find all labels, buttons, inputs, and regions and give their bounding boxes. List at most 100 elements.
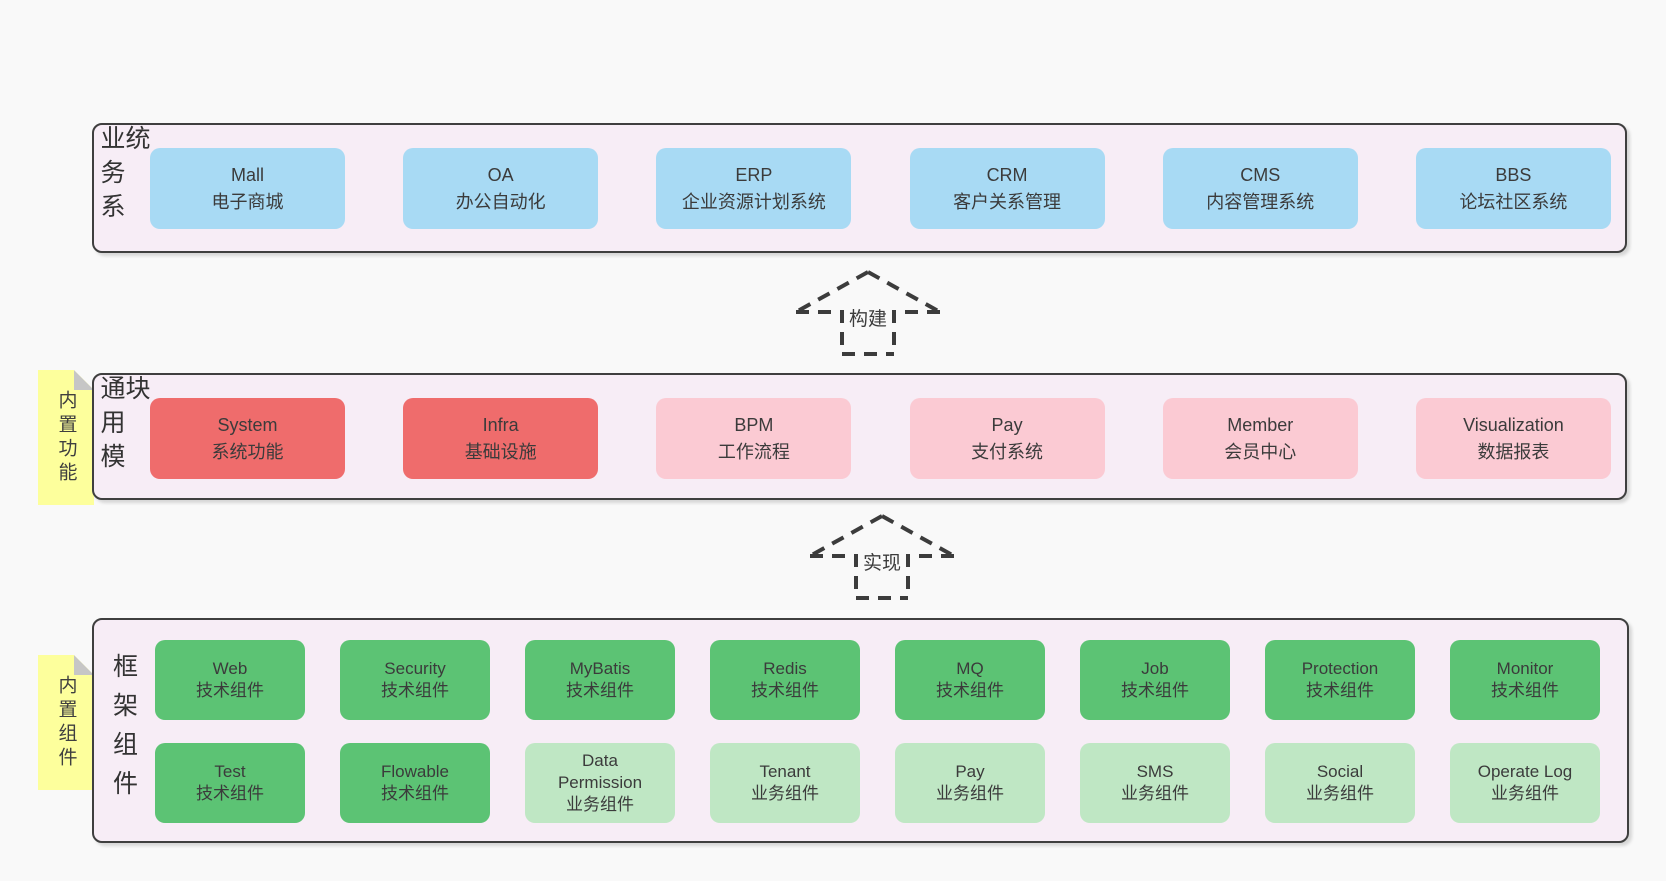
- box-test: Test 技术组件: [155, 743, 305, 823]
- panel-common-modules: 通用模块 System 系统功能 Infra 基础设施 BPM 工作流程 Pay…: [92, 373, 1627, 500]
- box-subtitle: 企业资源计划系统: [681, 191, 826, 212]
- sticky-note-text: 内置组件: [55, 674, 77, 771]
- box-oa: OA 办公自动化: [403, 148, 599, 229]
- box-subtitle: 技术组件: [196, 784, 264, 803]
- box-job: Job 技术组件: [1080, 640, 1230, 720]
- panel-label-text: 框架组件: [109, 652, 138, 809]
- box-subtitle: 技术组件: [381, 784, 449, 803]
- box-subtitle: 业务组件: [751, 784, 819, 803]
- panel-business-systems-label: 业务系统: [97, 125, 150, 251]
- panel-business-systems: 业务系统 Mall 电子商城 OA 办公自动化 ERP 企业资源计划系统 CRM…: [92, 123, 1627, 253]
- box-title: MyBatis: [569, 658, 631, 678]
- box-title: ERP: [735, 165, 773, 186]
- box-pay: Pay 支付系统: [909, 398, 1105, 479]
- panel-label-text: 业务系统: [97, 125, 150, 227]
- implement-arrow: 实现: [802, 510, 962, 604]
- box-title: Social: [1316, 761, 1364, 781]
- arrow-label: 实现: [859, 547, 905, 576]
- box-subtitle: 办公自动化: [455, 191, 546, 212]
- box-subtitle: 技术组件: [381, 681, 449, 700]
- box-subtitle: 业务组件: [1306, 784, 1374, 803]
- arrow-label: 构建: [845, 303, 891, 332]
- box-title: Protection: [1301, 658, 1379, 678]
- build-arrow: 构建: [788, 266, 948, 360]
- sticky-note-builtin-components: 内置组件: [38, 655, 94, 790]
- box-subtitle: 电子商城: [211, 191, 284, 212]
- box-subtitle: 技术组件: [1491, 681, 1559, 700]
- box-title: Member: [1227, 415, 1294, 436]
- box-pay-biz: Pay 业务组件: [895, 743, 1045, 823]
- box-security: Security 技术组件: [340, 640, 490, 720]
- panel-framework-components-label: 框架组件: [102, 620, 144, 841]
- box-subtitle: 技术组件: [936, 681, 1004, 700]
- box-subtitle: 系统功能: [211, 441, 284, 462]
- component-box-grid: Web 技术组件 Security 技术组件 MyBatis 技术组件 Redi…: [155, 640, 1600, 823]
- box-tenant: Tenant 业务组件: [710, 743, 860, 823]
- box-redis: Redis 技术组件: [710, 640, 860, 720]
- box-social: Social 业务组件: [1265, 743, 1415, 823]
- box-cms: CMS 内容管理系统: [1162, 148, 1358, 229]
- box-system: System 系统功能: [150, 398, 345, 479]
- business-box-row: Mall 电子商城 OA 办公自动化 ERP 企业资源计划系统 CRM 客户关系…: [150, 148, 1611, 229]
- box-erp: ERP 企业资源计划系统: [656, 148, 852, 229]
- box-title: Monitor: [1496, 658, 1554, 678]
- box-title: Mall: [230, 165, 264, 186]
- box-infra: Infra 基础设施: [403, 398, 599, 479]
- box-title: CMS: [1240, 165, 1281, 186]
- box-subtitle: 技术组件: [1121, 681, 1189, 700]
- box-bbs: BBS 论坛社区系统: [1415, 148, 1611, 229]
- box-data-permission: Data Permission 业务组件: [525, 743, 675, 823]
- sticky-note-text: 内置功能: [55, 389, 77, 486]
- box-subtitle: 会员中心: [1224, 441, 1297, 462]
- module-box-row: System 系统功能 Infra 基础设施 BPM 工作流程 Pay 支付系统…: [150, 398, 1611, 479]
- box-subtitle: 客户关系管理: [953, 191, 1062, 212]
- box-operate-log: Operate Log 业务组件: [1450, 743, 1600, 823]
- box-subtitle: 基础设施: [464, 441, 537, 462]
- box-web: Web 技术组件: [155, 640, 305, 720]
- box-subtitle: 数据报表: [1477, 441, 1550, 462]
- box-title: Pay: [955, 761, 985, 781]
- box-flowable: Flowable 技术组件: [340, 743, 490, 823]
- box-title: OA: [487, 165, 514, 186]
- box-subtitle: 内容管理系统: [1206, 191, 1315, 212]
- box-title: Operate Log: [1477, 761, 1573, 781]
- panel-label-text: 通用模块: [97, 375, 150, 477]
- box-title: Flowable: [380, 761, 450, 781]
- box-subtitle: 支付系统: [971, 441, 1044, 462]
- box-title: BPM: [734, 415, 774, 436]
- box-title: BBS: [1495, 165, 1532, 186]
- box-title: Data Permission: [557, 750, 643, 792]
- box-subtitle: 技术组件: [566, 681, 634, 700]
- box-title: CRM: [986, 165, 1028, 186]
- box-subtitle: 技术组件: [751, 681, 819, 700]
- box-title: MQ: [956, 658, 984, 678]
- box-title: SMS: [1136, 761, 1174, 781]
- folded-corner-icon: [74, 370, 94, 390]
- box-subtitle: 业务组件: [936, 784, 1004, 803]
- box-subtitle: 业务组件: [566, 795, 634, 815]
- box-title: Pay: [991, 415, 1023, 436]
- panel-framework-components: 框架组件 Web 技术组件 Security 技术组件 MyBatis 技术组件…: [92, 618, 1629, 843]
- folded-corner-icon: [74, 655, 94, 675]
- box-bpm: BPM 工作流程: [656, 398, 852, 479]
- box-visualization: Visualization 数据报表: [1415, 398, 1611, 479]
- box-monitor: Monitor 技术组件: [1450, 640, 1600, 720]
- box-subtitle: 业务组件: [1491, 784, 1559, 803]
- box-sms: SMS 业务组件: [1080, 743, 1230, 823]
- box-subtitle: 工作流程: [717, 441, 790, 462]
- box-subtitle: 技术组件: [1306, 681, 1374, 700]
- box-title: Job: [1141, 658, 1169, 678]
- box-protection: Protection 技术组件: [1265, 640, 1415, 720]
- box-mq: MQ 技术组件: [895, 640, 1045, 720]
- up-arrow-icon: [795, 270, 941, 356]
- sticky-note-builtin-features: 内置功能: [38, 370, 94, 505]
- box-subtitle: 技术组件: [196, 681, 264, 700]
- box-crm: CRM 客户关系管理: [909, 148, 1105, 229]
- box-title: Infra: [482, 415, 519, 436]
- box-title: Security: [384, 658, 446, 678]
- box-subtitle: 业务组件: [1121, 784, 1189, 803]
- panel-common-modules-label: 通用模块: [97, 375, 150, 498]
- box-subtitle: 论坛社区系统: [1459, 191, 1568, 212]
- box-title: Redis: [763, 658, 807, 678]
